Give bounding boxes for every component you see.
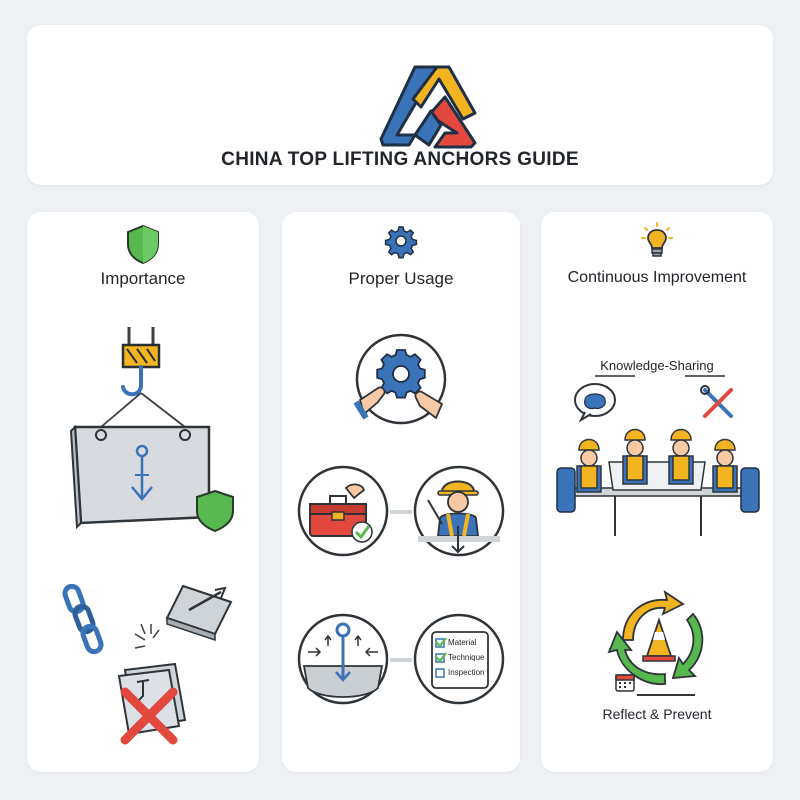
divider-line [637,694,695,696]
reflect-prevent-label: Reflect & Prevent [602,706,712,722]
continuous-improvement-card: Continuous Improvement Knowledge-Sharing [541,212,773,772]
importance-title: Importance [100,269,186,288]
proper-usage-title: Proper Usage [348,269,454,288]
triangle-chain-logo-icon [379,65,477,149]
checklist-item-material: Material [448,638,477,647]
importance-card: Importance [27,212,259,772]
worker-anchor-illustration [413,465,505,557]
checklist-item-technique: Technique [448,653,485,662]
knowledge-sharing-label: Knowledge-Sharing [600,358,714,373]
lightbulb-icon [641,222,673,257]
toolbox-illustration [297,465,389,557]
proper-usage-card: Proper Usage [282,212,520,772]
connector-line [390,510,412,514]
checklist-item-inspection: Inspection [448,668,485,677]
hook-panel-illustration [69,327,234,533]
gear-icon [384,226,418,259]
red-x-icon [120,687,178,745]
header-card: CHINA TOP LIFTING ANCHORS GUIDE [27,25,773,185]
hook-icon [121,365,143,397]
calendar-icon [615,674,635,692]
team-meeting-illustration [556,375,760,536]
shield-icon [127,224,159,265]
hands-gear-illustration [353,333,447,425]
anchor-concrete-illustration [297,613,389,705]
failure-illustration [62,583,233,745]
continuous-improvement-title: Continuous Improvement [567,269,747,286]
checklist-illustration: Material Technique Inspection [412,612,506,706]
page-title: CHINA TOP LIFTING ANCHORS GUIDE [221,149,579,170]
improvement-cycle-illustration [607,589,704,685]
connector-line [390,658,412,662]
